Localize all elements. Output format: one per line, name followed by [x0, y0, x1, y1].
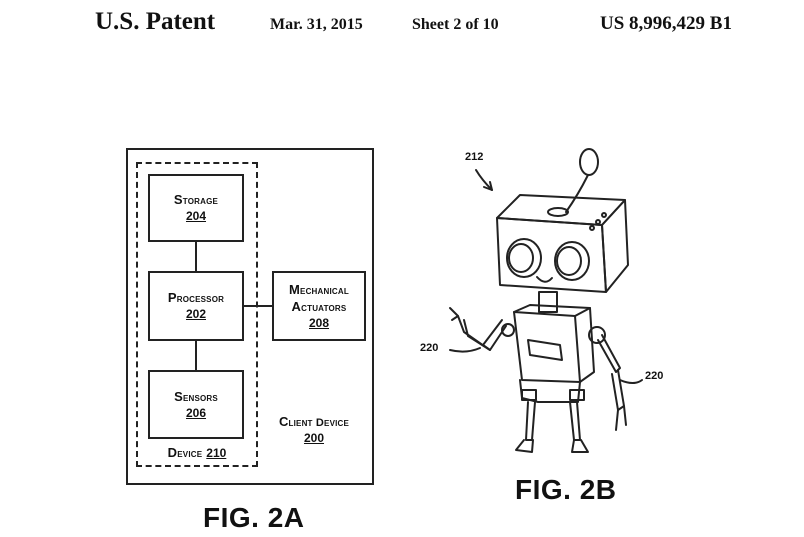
storage-label: Storage	[173, 192, 219, 207]
processor-actuators-connector	[244, 305, 272, 307]
processor-block: Processor 202	[148, 271, 244, 341]
arm-ref-220-right: 220	[645, 370, 664, 382]
patent-date: Mar. 31, 2015	[270, 16, 363, 33]
fig-2b-caption: FIG. 2B	[515, 474, 617, 505]
robot-ref-212: 212	[465, 151, 484, 163]
device-dashed-box	[136, 162, 258, 467]
device-label-name: Device	[167, 444, 203, 460]
processor-sensors-connector	[195, 341, 197, 370]
robot-illustration	[449, 148, 643, 453]
patent-header-title: U.S. Patent	[95, 8, 216, 35]
processor-label: Processor	[167, 290, 225, 305]
client-device-ref: 200	[303, 431, 325, 445]
fig-2a-caption: FIG. 2A	[203, 502, 305, 533]
actuators-label-line2: Actuators	[291, 298, 347, 314]
storage-block: Storage 204	[148, 174, 244, 242]
patent-number: US 8,996,429 B1	[600, 13, 732, 34]
sensors-block: Sensors 206	[148, 370, 244, 439]
storage-ref: 204	[185, 209, 207, 223]
client-device-name: Client Device	[278, 414, 350, 429]
arm-ref-220-left: 220	[420, 342, 439, 354]
sensors-ref: 206	[185, 405, 207, 420]
storage-processor-connector	[195, 242, 197, 271]
client-device-label: Client Device 200	[268, 413, 360, 447]
mechanical-actuators-block: Mechanical Actuators 208	[272, 271, 366, 341]
device-label: Device 210	[150, 445, 244, 461]
sheet-number: Sheet 2 of 10	[412, 16, 499, 33]
sensors-label: Sensors	[174, 388, 218, 404]
device-label-ref: 210	[206, 445, 227, 460]
client-device-box	[126, 148, 374, 485]
processor-ref: 202	[185, 307, 207, 321]
actuators-ref: 208	[308, 315, 330, 330]
actuators-label-line1: Mechanical	[289, 281, 349, 297]
